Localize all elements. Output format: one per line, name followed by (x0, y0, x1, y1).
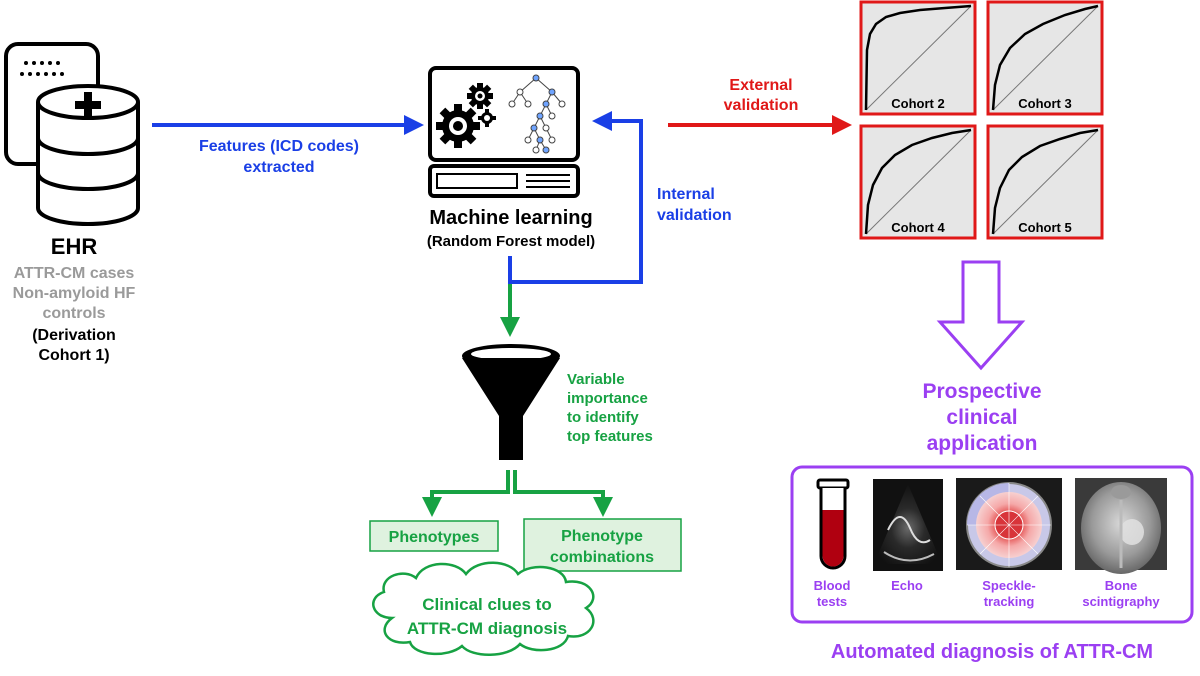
features-label-1: Features (ICD codes) (199, 138, 359, 155)
clinical-clues-label-1: Clinical clues to (422, 595, 551, 614)
blood-tests-label-2: tests (817, 594, 847, 609)
prospective-label-2: clinical (946, 406, 1017, 429)
external-validation-label-1: External (729, 77, 792, 94)
roc-panel-cohort-3: Cohort 3 (986, 0, 1104, 116)
clinical-clues-cloud (372, 561, 595, 656)
phenotypes-box (369, 520, 499, 552)
bone-label-2: scintigraphy (1082, 594, 1160, 609)
speckle-tracking-image (956, 478, 1062, 570)
funnel-note-4: top features (567, 428, 653, 445)
ehr-cohort-label-1: (Derivation (32, 327, 116, 344)
internal-validation-label-1: Internal (657, 186, 715, 203)
echo-image (873, 479, 943, 571)
automated-diagnosis-label: Automated diagnosis of ATTR-CM (831, 641, 1153, 663)
internal-validation-label-2: validation (657, 207, 732, 224)
roc-panel-cohort-4: Cohort 4 (859, 124, 977, 240)
prospective-label-3: application (927, 432, 1038, 455)
ehr-cases-label: ATTR-CM cases (14, 265, 135, 282)
cohort-4-label: Cohort 4 (891, 220, 945, 235)
ehr-title: EHR (51, 234, 98, 259)
ml-subtitle: (Random Forest model) (427, 233, 595, 250)
echo-label: Echo (891, 578, 923, 593)
ehr-controls-label-1: Non-amyloid HF (13, 285, 136, 302)
external-validation-label-2: validation (724, 97, 799, 114)
split-arrows (422, 470, 613, 517)
prospective-label-1: Prospective (922, 380, 1041, 403)
phenotype-combinations-label-1: Phenotype (561, 528, 643, 545)
phenotype-combinations-box (523, 518, 682, 572)
cohort-3-label: Cohort 3 (1018, 96, 1071, 111)
bone-scintigraphy-image (1075, 478, 1167, 574)
internal-validation-arrow (508, 111, 643, 284)
funnel-note-3: to identify (567, 409, 639, 426)
speckle-label-1: Speckle- (982, 578, 1035, 593)
features-label-2: extracted (243, 159, 314, 176)
roc-panel-cohort-2: Cohort 2 (859, 0, 977, 116)
cohort-2-label: Cohort 2 (891, 96, 944, 111)
roc-panel-cohort-5: Cohort 5 (986, 124, 1104, 240)
phenotypes-label: Phenotypes (389, 529, 480, 546)
clinical-clues-label-2: ATTR-CM diagnosis (407, 619, 567, 638)
funnel-note-2: importance (567, 390, 648, 407)
bone-label-1: Bone (1105, 578, 1138, 593)
phenotype-combinations-label-2: combinations (550, 549, 654, 566)
ml-title: Machine learning (429, 207, 592, 229)
prospective-arrow (936, 260, 1026, 371)
speckle-label-2: tracking (984, 594, 1035, 609)
blood-tests-label-1: Blood (814, 578, 851, 593)
cohort-5-label: Cohort 5 (1018, 220, 1071, 235)
ehr-controls-label-2: controls (42, 305, 105, 322)
funnel-icon (462, 344, 560, 460)
ehr-cohort-label-2: Cohort 1) (38, 347, 109, 364)
funnel-note-1: Variable (567, 371, 625, 388)
blood-tube-icon (816, 478, 850, 570)
ehr-database-icon (4, 42, 140, 226)
decision-tree-icon (508, 74, 566, 154)
